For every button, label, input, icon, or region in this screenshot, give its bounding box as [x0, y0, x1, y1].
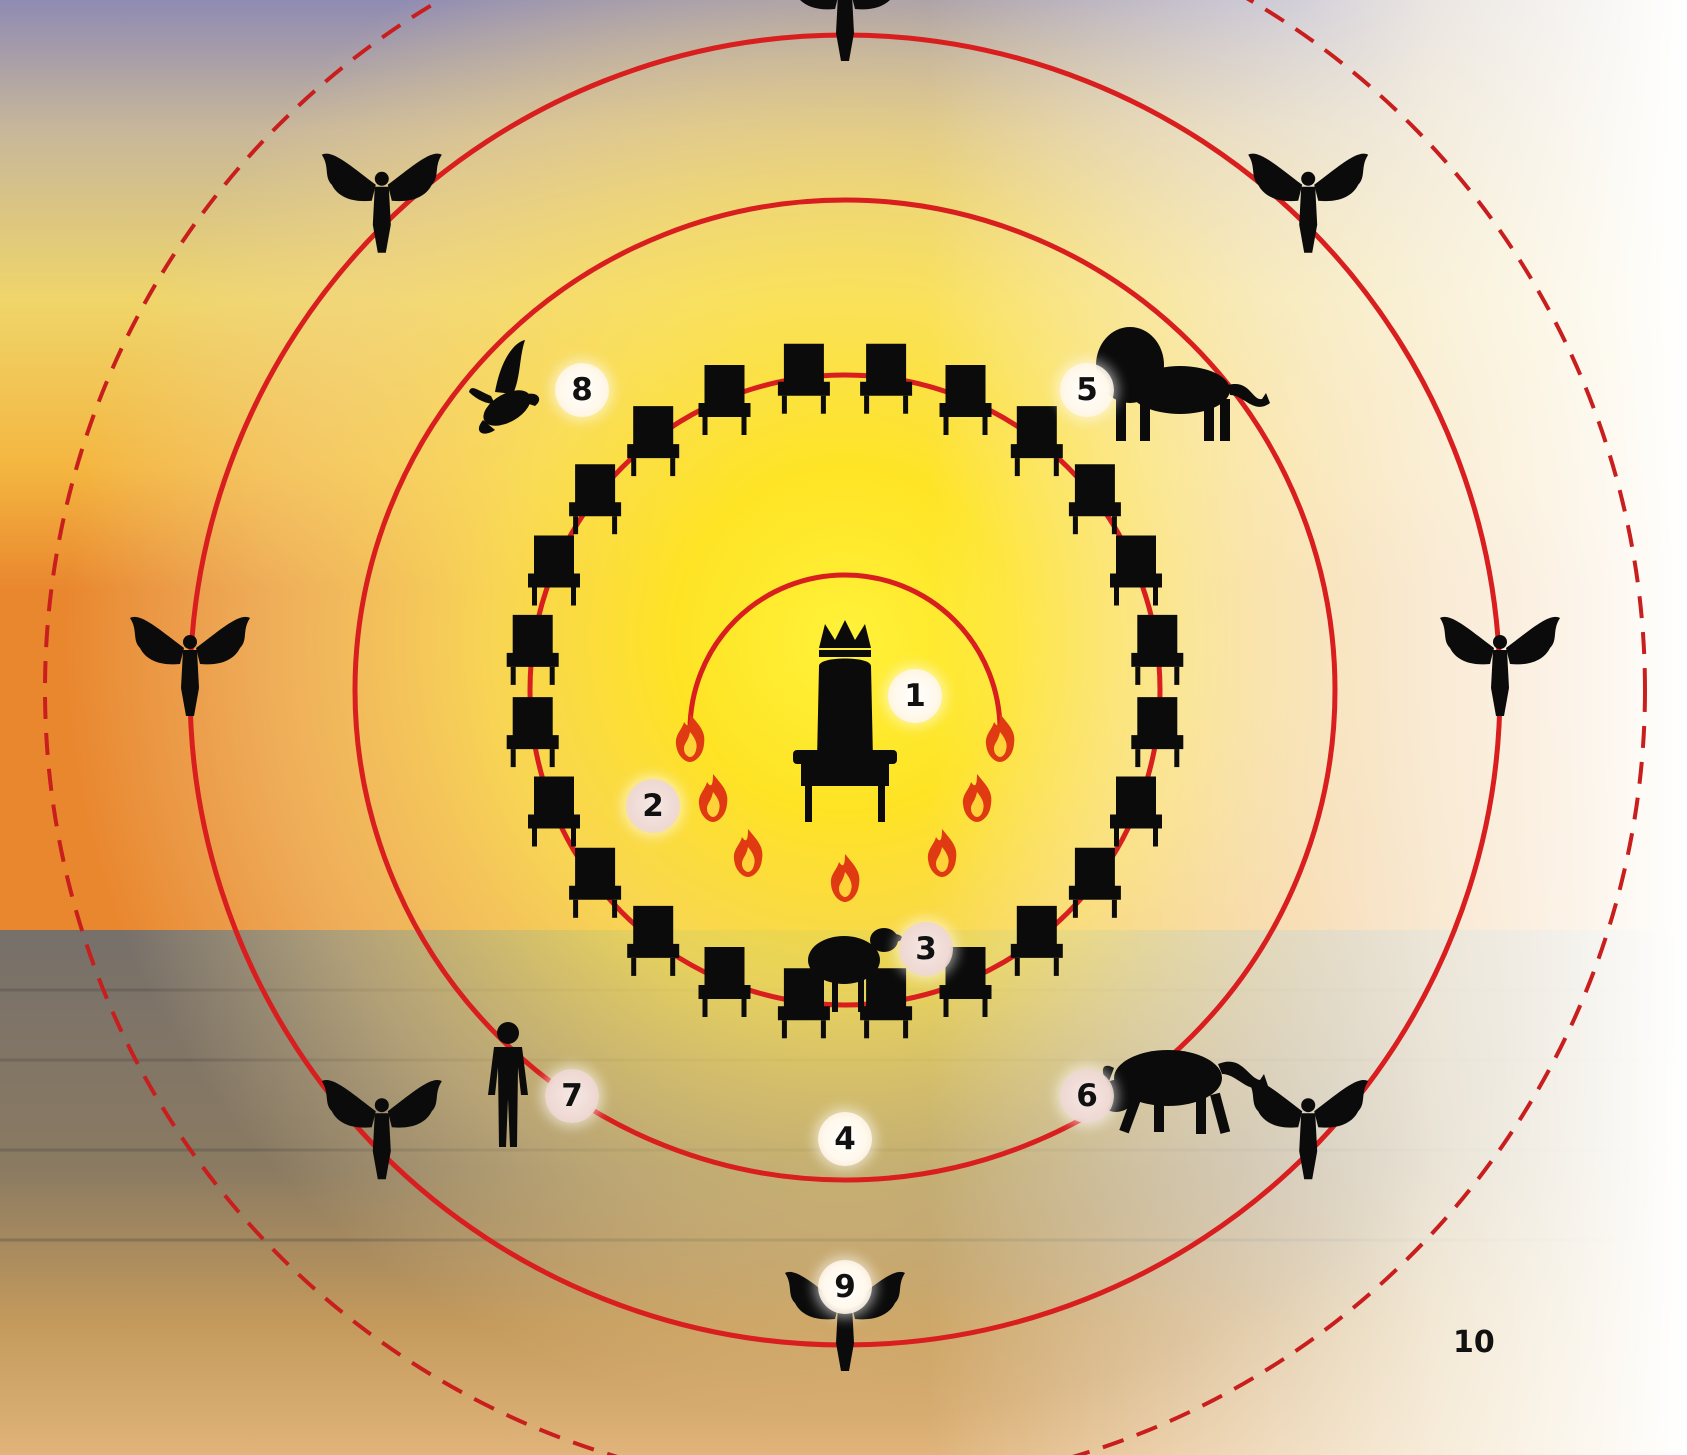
label-lamb: 3: [899, 922, 953, 976]
label-man: 7: [545, 1069, 599, 1123]
label-outer: 10: [1453, 1325, 1495, 1360]
label-lion: 5: [1060, 363, 1114, 417]
label-eagle: 8: [555, 363, 609, 417]
label-angels: 9: [818, 1260, 872, 1314]
label-ox: 6: [1060, 1069, 1114, 1123]
label-elders: 4: [818, 1112, 872, 1166]
label-lamps: 2: [626, 779, 680, 833]
label-throne: 1: [888, 669, 942, 723]
